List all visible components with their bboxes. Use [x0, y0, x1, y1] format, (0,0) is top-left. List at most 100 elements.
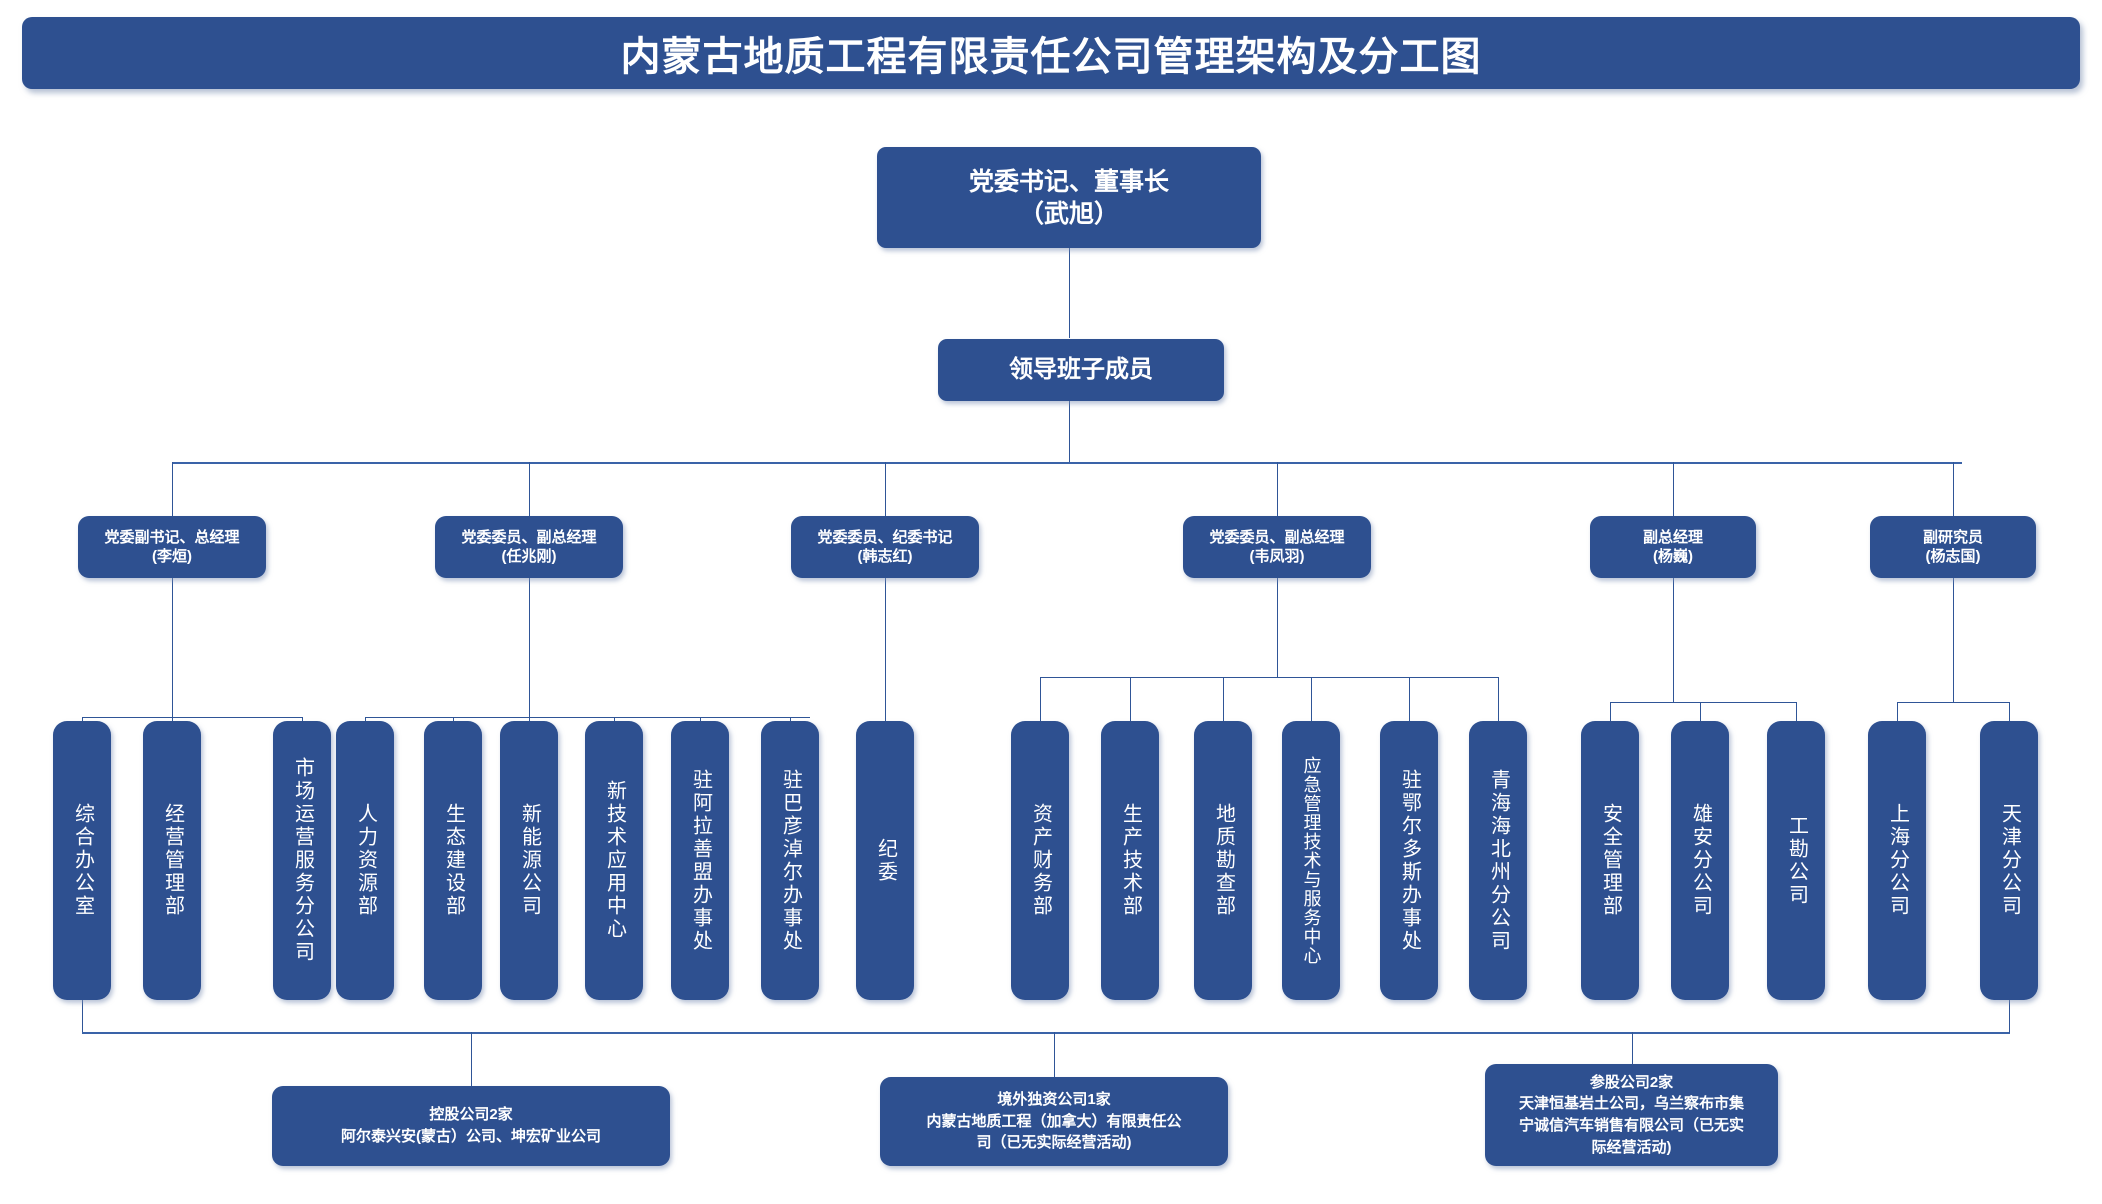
node-dept-8[interactable]: 驻阿拉善盟办事处 — [671, 721, 729, 1000]
node-dept-18-label: 雄安分公司 — [1689, 803, 1712, 918]
connector-leader1-down — [172, 578, 173, 718]
node-affiliate-1-line1: 控股公司2家 — [429, 1106, 513, 1124]
node-dept-13-label: 地质勘查部 — [1212, 803, 1235, 918]
connector-bus-to-affiliate-1 — [471, 1032, 472, 1087]
node-dept-11[interactable]: 资产财务部 — [1011, 721, 1069, 1000]
connector-bus-to-leader-1 — [172, 462, 173, 516]
connector-leader3-to-dept-10 — [885, 578, 886, 781]
connector-leader2-down — [529, 578, 530, 718]
node-dept-3-label: 市场运营服务分公司 — [291, 757, 314, 964]
node-leadership-team-label: 领导班子成员 — [1009, 355, 1153, 383]
node-dept-21-label: 天津分公司 — [1998, 803, 2021, 918]
node-dept-20-label: 上海分公司 — [1886, 803, 1909, 918]
node-dept-12[interactable]: 生产技术部 — [1101, 721, 1159, 1000]
connector-bus-to-leader-2 — [529, 462, 530, 516]
node-affiliate-3-line1: 参股公司2家 — [1589, 1073, 1674, 1091]
leader-bus-line — [172, 462, 1962, 464]
node-dept-10-label: 纪委 — [874, 837, 897, 884]
node-leader-3-title: 党委委员、纪委书记 — [817, 528, 953, 546]
node-dept-3[interactable]: 市场运营服务分公司 — [273, 721, 331, 1000]
node-leader-5[interactable]: 副总经理 (杨巍) — [1590, 516, 1756, 578]
node-dept-4-label: 人力资源部 — [354, 803, 377, 918]
node-affiliate-3-line2: 天津恒基岩土公司，乌兰察布市集 — [1518, 1095, 1744, 1113]
node-leader-1[interactable]: 党委副书记、总经理 (李烜) — [78, 516, 266, 578]
node-affiliate-2-line2: 内蒙古地质工程（加拿大）有限责任公 — [926, 1112, 1182, 1130]
node-dept-16[interactable]: 青海海北州分公司 — [1469, 721, 1527, 1000]
node-affiliate-3-line4: 际经营活动) — [1591, 1138, 1672, 1156]
node-dept-1[interactable]: 综合办公室 — [53, 721, 111, 1000]
node-affiliate-2-line1: 境外独资公司1家 — [997, 1090, 1111, 1108]
node-leader-4[interactable]: 党委委员、副总经理 (韦凤羽) — [1183, 516, 1371, 578]
node-dept-13[interactable]: 地质勘查部 — [1194, 721, 1252, 1000]
connector-leader4-down — [1277, 578, 1278, 678]
node-dept-15[interactable]: 驻鄂尔多斯办事处 — [1380, 721, 1438, 1000]
node-affiliate-3[interactable]: 参股公司2家 天津恒基岩土公司，乌兰察布市集 宁诚信汽车销售有限公司（已无实 际… — [1485, 1064, 1778, 1166]
node-chairman-title: 党委书记、董事长 — [968, 167, 1169, 196]
connector-bus-to-affiliate-2 — [1054, 1032, 1055, 1077]
subbus-leader2 — [365, 717, 810, 718]
node-dept-10[interactable]: 纪委 — [856, 721, 914, 1000]
node-dept-19-label: 工勘公司 — [1785, 814, 1808, 907]
node-dept-6-label: 新能源公司 — [518, 803, 541, 918]
node-dept-9-label: 驻巴彦淖尔办事处 — [779, 768, 802, 953]
node-leader-5-title: 副总经理 — [1642, 528, 1703, 546]
node-leader-2-name: (任兆刚) — [501, 548, 557, 565]
node-dept-5-label: 生态建设部 — [442, 803, 465, 918]
node-affiliate-2-line3: 司（已无实际经营活动) — [976, 1134, 1132, 1152]
node-affiliate-2[interactable]: 境外独资公司1家 内蒙古地质工程（加拿大）有限责任公 司（已无实际经营活动) — [880, 1077, 1228, 1166]
subbus-leader1 — [82, 717, 303, 718]
node-dept-12-label: 生产技术部 — [1119, 803, 1142, 918]
subbus-leader4 — [1040, 677, 1499, 678]
node-dept-7[interactable]: 新技术应用中心 — [585, 721, 643, 1000]
connector-dept1-to-bottom-bus — [82, 1000, 83, 1033]
connector-bus-to-leader-3 — [885, 462, 886, 516]
node-dept-6[interactable]: 新能源公司 — [500, 721, 558, 1000]
node-dept-2[interactable]: 经营管理部 — [143, 721, 201, 1000]
node-dept-21[interactable]: 天津分公司 — [1980, 721, 2038, 1000]
node-leadership-team[interactable]: 领导班子成员 — [938, 339, 1224, 401]
connector-bus-to-leader-6 — [1953, 462, 1954, 516]
node-leader-4-name: (韦凤羽) — [1249, 548, 1305, 565]
node-dept-8-label: 驻阿拉善盟办事处 — [689, 768, 712, 953]
node-leader-2-title: 党委委员、副总经理 — [461, 528, 597, 546]
connector-team-to-bus — [1069, 401, 1070, 463]
node-chairman-name: （武旭） — [1018, 199, 1119, 228]
node-leader-1-name: (李烜) — [151, 548, 192, 565]
node-dept-4[interactable]: 人力资源部 — [336, 721, 394, 1000]
node-leader-5-name: (杨巍) — [1652, 548, 1693, 565]
node-dept-14-label: 应急管理技术与服务中心 — [1301, 756, 1322, 965]
node-leader-2[interactable]: 党委委员、副总经理 (任兆刚) — [435, 516, 623, 578]
node-dept-15-label: 驻鄂尔多斯办事处 — [1398, 768, 1421, 953]
node-leader-6[interactable]: 副研究员 (杨志国) — [1870, 516, 2036, 578]
node-leader-3[interactable]: 党委委员、纪委书记 (韩志红) — [791, 516, 979, 578]
node-dept-11-label: 资产财务部 — [1029, 803, 1052, 918]
node-dept-17-label: 安全管理部 — [1599, 803, 1622, 918]
affiliate-bus-line — [82, 1032, 2010, 1034]
connector-leader6-down — [1953, 578, 1954, 703]
node-dept-14[interactable]: 应急管理技术与服务中心 — [1282, 721, 1340, 1000]
node-chairman[interactable]: 党委书记、董事长 （武旭） — [877, 147, 1261, 248]
page-title: 内蒙古地质工程有限责任公司管理架构及分工图 — [22, 17, 2080, 89]
node-dept-18[interactable]: 雄安分公司 — [1671, 721, 1729, 1000]
subbus-leader5 — [1610, 702, 1797, 703]
node-dept-7-label: 新技术应用中心 — [603, 780, 626, 941]
node-dept-1-label: 综合办公室 — [71, 803, 94, 918]
connector-bottom-bus-to-dept21 — [2009, 1000, 2010, 1033]
connector-bus-to-leader-4 — [1277, 462, 1278, 516]
node-dept-19[interactable]: 工勘公司 — [1767, 721, 1825, 1000]
node-affiliate-1[interactable]: 控股公司2家 阿尔泰兴安(蒙古）公司、坤宏矿业公司 — [272, 1086, 670, 1166]
node-dept-17[interactable]: 安全管理部 — [1581, 721, 1639, 1000]
connector-leader5-down — [1673, 578, 1674, 703]
node-dept-2-label: 经营管理部 — [161, 803, 184, 918]
node-leader-1-title: 党委副书记、总经理 — [104, 528, 240, 546]
node-dept-9[interactable]: 驻巴彦淖尔办事处 — [761, 721, 819, 1000]
node-affiliate-1-line2: 阿尔泰兴安(蒙古）公司、坤宏矿业公司 — [341, 1128, 601, 1145]
connector-root-to-team — [1069, 248, 1070, 338]
connector-bus-to-affiliate-3 — [1632, 1032, 1633, 1065]
subbus-leader6 — [1897, 702, 2010, 703]
node-dept-16-label: 青海海北州分公司 — [1487, 768, 1510, 953]
node-dept-5[interactable]: 生态建设部 — [424, 721, 482, 1000]
node-dept-20[interactable]: 上海分公司 — [1868, 721, 1926, 1000]
node-affiliate-3-line3: 宁诚信汽车销售有限公司（已无实 — [1518, 1117, 1744, 1134]
